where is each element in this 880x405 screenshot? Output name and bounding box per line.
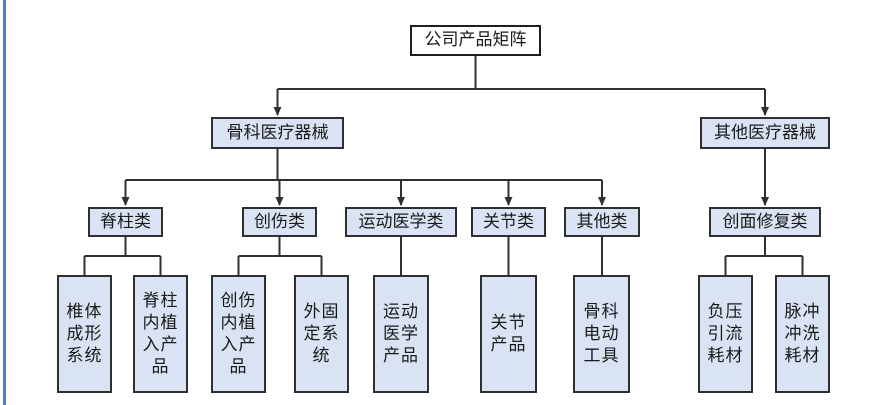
- node-wound-repair-category: 创面修复类: [709, 207, 821, 237]
- node-other-medical-devices: 其他医疗器械: [700, 117, 830, 149]
- node-sports-medicine-category: 运动医学类: [345, 207, 457, 237]
- leaf-vertebroplasty-system: 椎体成形系统: [57, 275, 112, 393]
- leaf-pulse-lavage-consumables: 脉冲冲洗耗材: [775, 275, 830, 393]
- left-border-line: [3, 0, 6, 405]
- leaf-external-fixation-system: 外固定系统: [294, 275, 349, 393]
- leaf-negative-pressure-drainage-consumables: 负压引流耗材: [698, 275, 753, 393]
- leaf-orthopedic-power-tools: 骨科电动工具: [573, 275, 630, 393]
- leaf-sports-medicine-products: 运动医学产品: [373, 275, 429, 393]
- leaf-joint-products: 关节产品: [480, 275, 537, 393]
- node-trauma-category: 创伤类: [242, 207, 317, 237]
- leaf-trauma-implant-products: 创伤内植入产品: [211, 275, 266, 393]
- leaf-spine-implant-products: 脊柱内植入产品: [133, 275, 188, 393]
- node-orthopedic-medical-devices: 骨科医疗器械: [211, 117, 344, 149]
- node-other-category: 其他类: [564, 207, 640, 237]
- node-company-product-matrix: 公司产品矩阵: [410, 25, 541, 56]
- node-spine-category: 脊柱类: [88, 207, 163, 237]
- node-joint-category: 关节类: [471, 207, 546, 237]
